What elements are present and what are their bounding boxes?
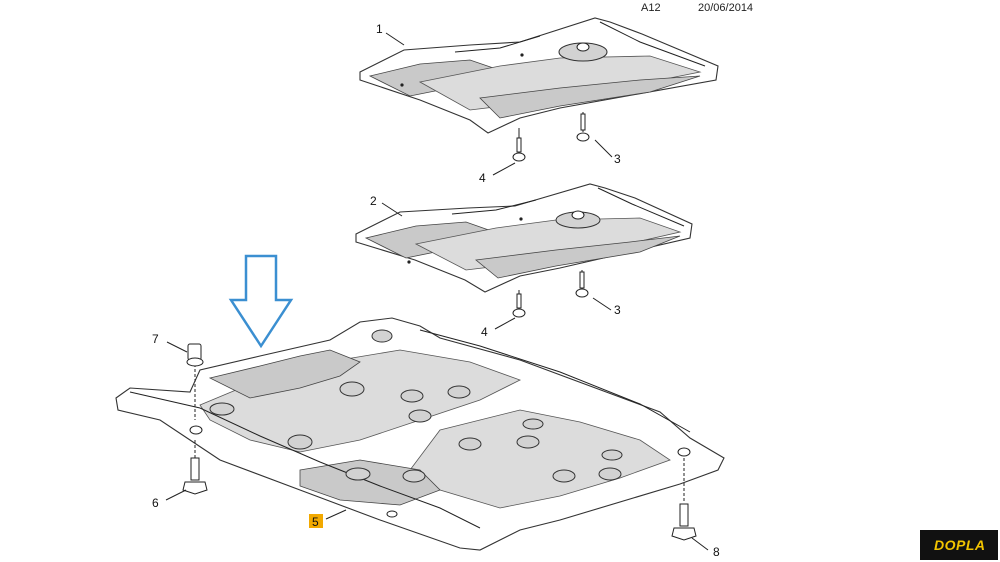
callout-1: 1 (376, 22, 383, 36)
callout-4-upper: 4 (479, 171, 486, 185)
callout-5: 5 (312, 515, 319, 529)
callout-8: 8 (713, 545, 720, 559)
callout-5-highlight (309, 514, 323, 528)
callout-3-upper: 3 (614, 152, 621, 166)
bolt-6[interactable] (182, 440, 208, 495)
bolt-4-upper[interactable] (512, 128, 526, 162)
part-5-main-underbody-plate[interactable] (115, 317, 725, 551)
callout-6: 6 (152, 496, 159, 510)
brand-logo-text: DOPLA (934, 537, 986, 553)
callout-4-lower: 4 (481, 325, 488, 339)
bolt-8[interactable] (671, 458, 697, 541)
part-2-skid-plate[interactable] (355, 183, 693, 293)
callout-7: 7 (152, 332, 159, 346)
bolt-3-upper[interactable] (576, 112, 590, 142)
callout-3-lower: 3 (614, 303, 621, 317)
bolt-4-lower[interactable] (512, 290, 526, 318)
brand-logo: DOPLA (920, 530, 998, 560)
leader-lines (165, 32, 709, 551)
part-1-skid-plate[interactable] (359, 17, 719, 134)
stud-7[interactable] (186, 343, 204, 420)
bolt-3-lower[interactable] (575, 270, 589, 298)
down-arrow-indicator (228, 254, 294, 349)
diagram-code: A12 (641, 2, 661, 14)
diagram-date: 20/06/2014 (698, 2, 754, 14)
callout-2: 2 (370, 194, 377, 208)
